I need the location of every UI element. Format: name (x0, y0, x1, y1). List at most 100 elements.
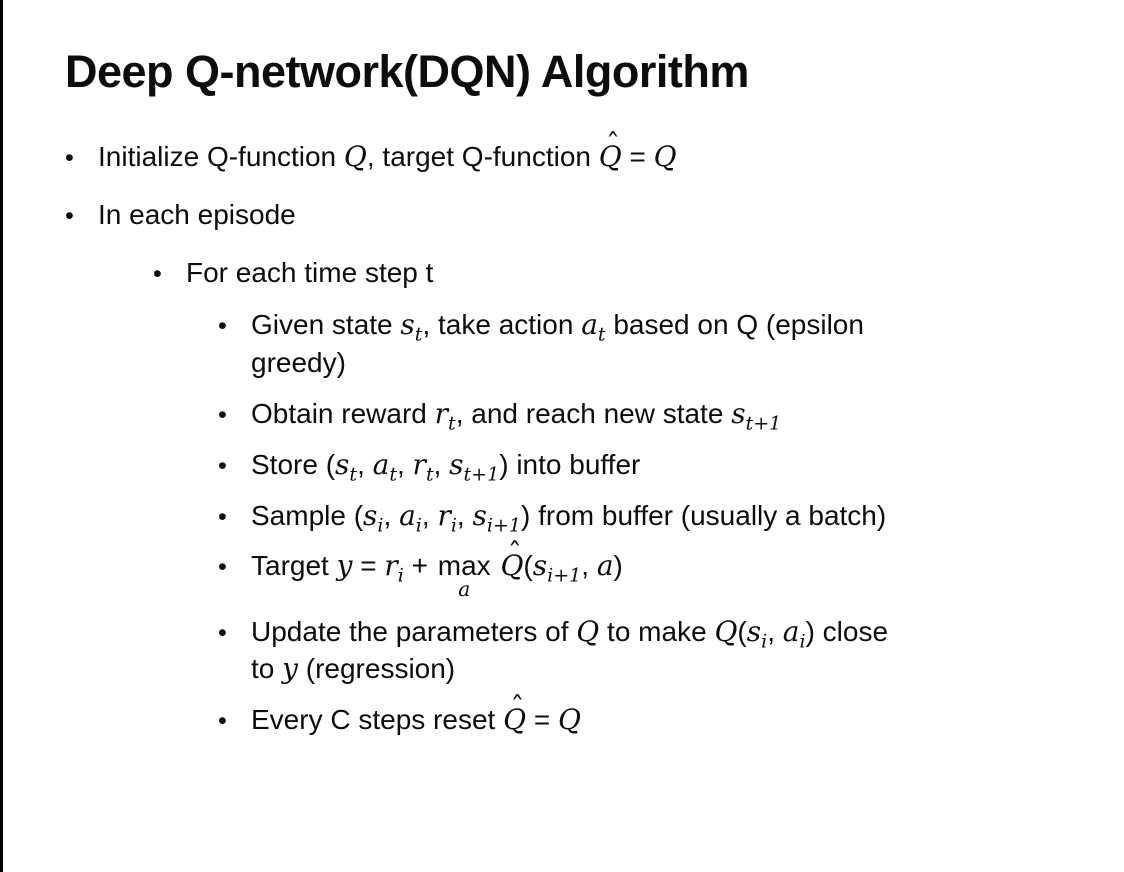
math-var-subscript: ai (399, 498, 422, 537)
bullet-item: • Obtain reward rt, and reach new state s… (218, 395, 1066, 433)
bullet-item: •Given state st, take action at based on… (218, 306, 1066, 382)
subscript: t (597, 323, 606, 346)
text-run: Update the parameters of (251, 615, 577, 647)
text-run: , (456, 499, 473, 531)
text-run: , (767, 615, 783, 647)
bullet-marker: • (218, 451, 227, 480)
text-run: ) (613, 550, 623, 582)
bullet-text: Obtain reward rt, and reach new state st… (251, 395, 1066, 433)
subscript: t (349, 463, 358, 486)
bullet-text: Update the parameters of Q to make Q(si,… (251, 613, 1066, 689)
text-run: based on Q (epsilon (605, 309, 864, 341)
bullet-marker: • (218, 400, 227, 429)
math-var-subscript: st+1 (449, 447, 500, 486)
subscript: t+1 (463, 463, 500, 486)
subscript: i (415, 514, 422, 537)
bullet-text: Sample (si, ai, ri, si+1) from buffer (u… (251, 497, 1066, 535)
text-run: , (357, 448, 373, 480)
text-run: = (621, 141, 654, 172)
text-run: ) from buffer (usually a batch) (521, 499, 887, 531)
bullet-item: • Store (st, at, rt, st+1) into buffer (218, 446, 1066, 484)
text-run: greedy) (251, 347, 346, 379)
bullet-item: • For each time step t (153, 254, 1066, 292)
text-run: , (433, 448, 450, 480)
math-var-subscript: at (581, 308, 606, 346)
subscript: i (450, 514, 457, 537)
bullet-item: •Initialize Q-function Q, target Q-funct… (65, 127, 1066, 176)
subscript: i (397, 564, 404, 587)
math-var: Q (343, 140, 367, 173)
bullet-text: In each episode (98, 196, 1066, 234)
math-var-subscript: si+1 (472, 498, 522, 537)
text-run: Initialize Q-function (98, 141, 344, 172)
text-run: , target Q-function (366, 141, 599, 172)
slide-title: Deep Q-network(DQN) Algorithm (65, 46, 749, 97)
subscript: t (414, 323, 423, 346)
text-run: For each time step t (186, 256, 434, 288)
text-run: , (421, 499, 438, 531)
math-var-subscript: st+1 (731, 396, 782, 435)
subscript: t (448, 412, 456, 435)
bullet-marker: • (218, 707, 227, 736)
math-var: Q (714, 614, 738, 648)
text-run: ( (523, 550, 533, 582)
math-var: y (282, 652, 298, 686)
bullet-marker: • (153, 259, 162, 288)
subscript: i (377, 514, 384, 537)
text-run: ) into buffer (499, 448, 641, 480)
math-var-subscript: ri (437, 498, 457, 537)
math-var: a (596, 549, 614, 583)
text-run: , (581, 550, 597, 582)
hat-accent: ˆ (606, 127, 621, 161)
text-run: In each episode (98, 198, 296, 230)
text-run: to (251, 653, 283, 685)
math-var: Q (557, 703, 581, 737)
math-var-subscript: st (335, 447, 358, 486)
hat-accent: ˆ (510, 691, 525, 725)
bullet-item: •In each episode (65, 196, 1066, 234)
text-run: , take action (422, 309, 582, 341)
math-var: Q (576, 614, 600, 648)
text-run: , (383, 499, 400, 531)
text-run: Store ( (251, 448, 336, 480)
bullet-text: For each time step t (186, 254, 1066, 292)
math-var: Q (653, 140, 677, 173)
math-var: y (336, 549, 353, 583)
bullet-marker: • (218, 312, 227, 341)
bullet-marker: • (65, 144, 74, 172)
math-var-subscript: ri (384, 549, 404, 587)
math-var-subscript: si (363, 498, 384, 537)
subscript: i (761, 630, 768, 653)
subscript: i (799, 630, 806, 653)
math-var-subscript: at (372, 447, 397, 486)
bullet-marker: • (218, 618, 227, 647)
text-run: = (526, 704, 558, 736)
subscript: i+1 (547, 564, 582, 587)
text-run: to make (599, 615, 715, 647)
bullet-text: Initialize Q-function Q, target Q-functi… (98, 127, 1066, 176)
math-var-subscript: si+1 (532, 549, 582, 587)
max-operator: max (437, 550, 491, 582)
math-var-subscript: rt (412, 447, 434, 486)
bullet-marker: • (218, 502, 227, 531)
bullet-text: Store (st, at, rt, st+1) into buffer (251, 446, 1066, 484)
text-run: Obtain reward (251, 397, 435, 429)
text-run: (regression) (297, 653, 456, 685)
bullet-item: • Sample (si, ai, ri, si+1) from buffer (… (218, 497, 1066, 535)
bullet-list: •Initialize Q-function Q, target Q-funct… (65, 127, 1066, 739)
subscript: t (389, 463, 397, 486)
subscript: i+1 (486, 514, 522, 537)
text-run: Sample ( (251, 499, 364, 531)
text-run: ) close (805, 615, 889, 647)
text-run: = (352, 550, 385, 582)
hat-accent: ˆ (507, 537, 522, 571)
math-var-subscript: ai (782, 614, 806, 653)
